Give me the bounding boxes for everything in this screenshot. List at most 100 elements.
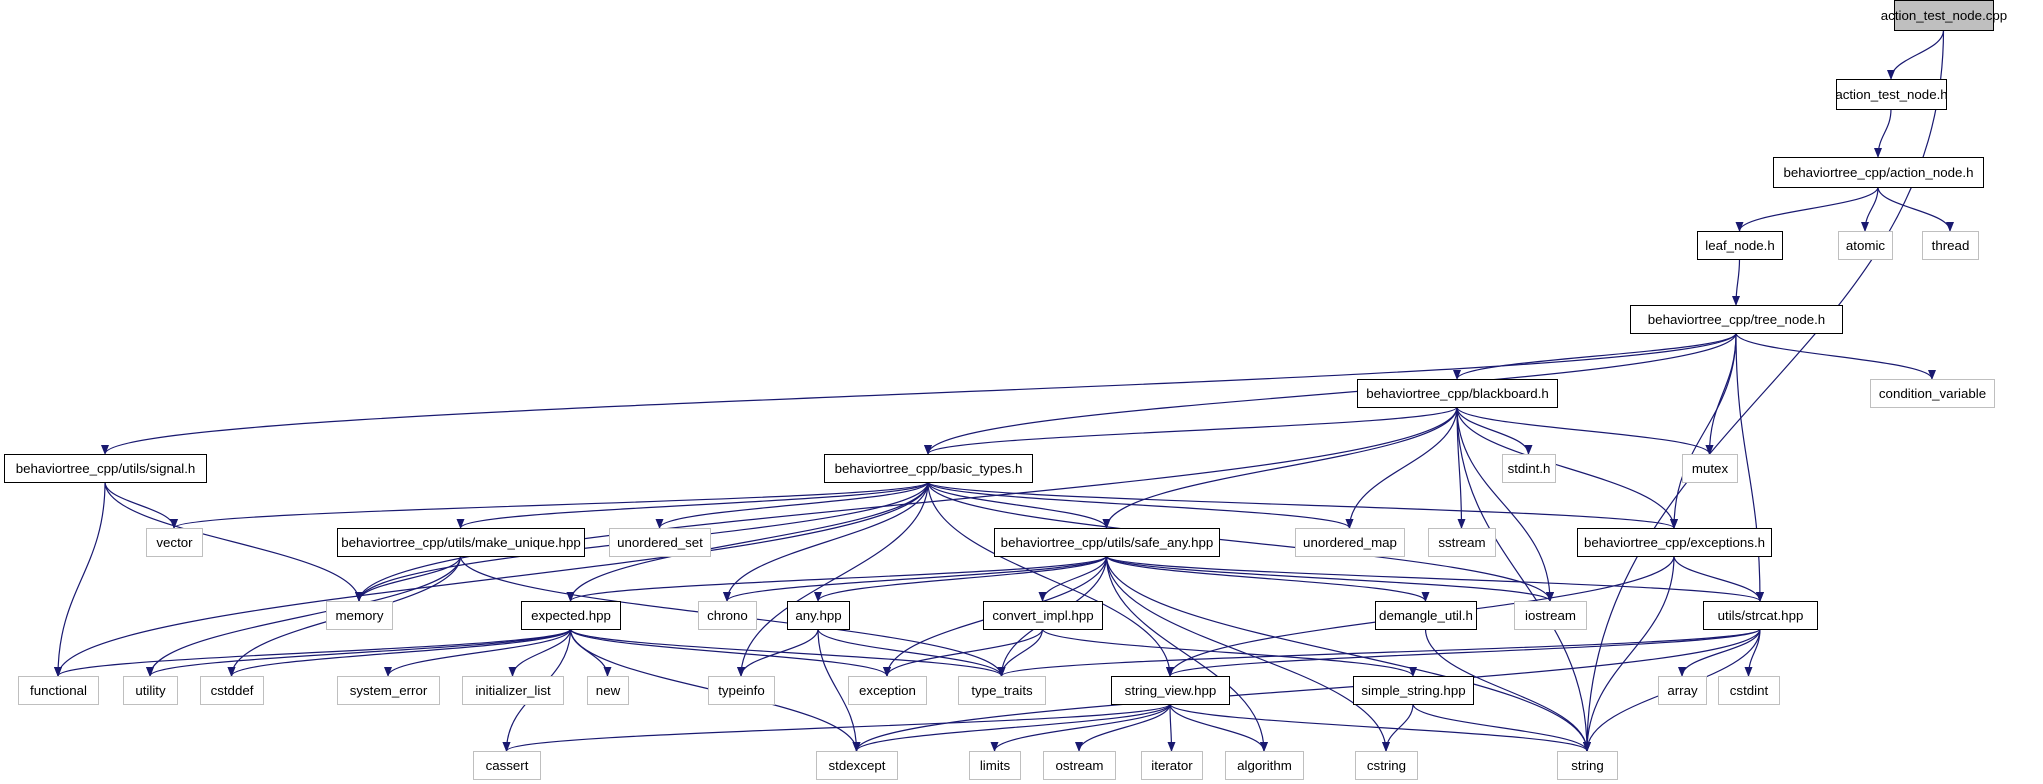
- node-box: [824, 454, 1033, 483]
- node-label: limits: [980, 758, 1011, 773]
- edge-string_view_hpp-to-limits: [990, 703, 1171, 752]
- node-convert-impl-hpp[interactable]: convert_impl.hpp: [983, 601, 1103, 630]
- edge-exceptions_h-to-string: [1583, 555, 1675, 752]
- node-label: condition_variable: [1879, 386, 1986, 401]
- edge-blackboard_h-to-mutex: [1456, 406, 1714, 455]
- edge-strcat_hpp-to-stdexcept: [852, 628, 1761, 752]
- edges-layer: [54, 29, 1954, 752]
- node-exceptions-h[interactable]: behaviortree_cpp/exceptions.h: [1577, 528, 1772, 557]
- node-box: [848, 676, 927, 705]
- node-atomic: atomic: [1838, 231, 1893, 260]
- node-label: mutex: [1692, 461, 1729, 476]
- edge-strcat_hpp-to-type_traits: [997, 628, 1761, 677]
- edge-safe_any_hpp-to-any_hpp: [814, 555, 1108, 602]
- node-box: [337, 528, 585, 557]
- node-box: [1697, 231, 1783, 260]
- node-label: simple_string.hpp: [1361, 683, 1465, 698]
- edge-blackboard_h-to-iostream: [1456, 406, 1554, 602]
- node-signal-h[interactable]: behaviortree_cpp/utils/signal.h: [4, 454, 207, 483]
- node-box: [123, 676, 178, 705]
- edge-signal_h-to-vector: [104, 481, 178, 529]
- node-box: [1428, 528, 1496, 557]
- node-expected-hpp[interactable]: expected.hpp: [521, 601, 621, 630]
- node-box: [1141, 751, 1203, 780]
- edge-basic_types_h-to-safe_any_hpp: [927, 481, 1111, 529]
- node-label: behaviortree_cpp/utils/safe_any.hpp: [1001, 535, 1214, 550]
- edge-any_hpp-to-stdexcept: [817, 628, 861, 752]
- edge-string_view_hpp-to-cassert: [502, 703, 1171, 752]
- node-safe-any-hpp[interactable]: behaviortree_cpp/utils/safe_any.hpp: [994, 528, 1220, 557]
- node-cstdint: cstdint: [1718, 676, 1780, 705]
- node-label: behaviortree_cpp/utils/signal.h: [16, 461, 196, 476]
- node-utility: utility: [123, 676, 178, 705]
- node-box: [1043, 751, 1116, 780]
- node-label: behaviortree_cpp/action_node.h: [1784, 165, 1974, 180]
- node-label: convert_impl.hpp: [992, 608, 1093, 623]
- edge-tree_node_h-to-exceptions_h: [1670, 332, 1737, 529]
- node-tree-node-h[interactable]: behaviortree_cpp/tree_node.h: [1630, 305, 1843, 334]
- node-box: [698, 601, 757, 630]
- node-box: [1922, 231, 1979, 260]
- edge-make_unique_hpp-to-utility: [146, 555, 462, 677]
- node-box: [1836, 79, 1947, 110]
- node-label: type_traits: [971, 683, 1033, 698]
- node-exception: exception: [848, 676, 927, 705]
- node-label: stdexcept: [829, 758, 886, 773]
- node-box: [1682, 454, 1738, 483]
- node-label: functional: [30, 683, 87, 698]
- node-box: [994, 528, 1220, 557]
- node-system-error: system_error: [337, 676, 440, 705]
- node-leaf-node-h[interactable]: leaf_node.h: [1697, 231, 1783, 260]
- edge-safe_any_hpp-to-convert_impl_hpp: [1038, 555, 1108, 602]
- edge-blackboard_h-to-safe_any_hpp: [1102, 406, 1458, 529]
- node-strcat-hpp[interactable]: utils/strcat.hpp: [1703, 601, 1818, 630]
- node-box: [462, 676, 564, 705]
- node-box: [1658, 676, 1707, 705]
- node-box: [200, 676, 264, 705]
- node-label: utils/strcat.hpp: [1718, 608, 1804, 623]
- node-action-test-node-cpp[interactable]: action_test_node.cpp: [1881, 0, 2007, 31]
- node-label: cstring: [1367, 758, 1406, 773]
- node-string-view-hpp[interactable]: string_view.hpp: [1111, 676, 1230, 705]
- node-demangle-util-h[interactable]: demangle_util.h: [1375, 601, 1477, 630]
- node-label: behaviortree_cpp/basic_types.h: [835, 461, 1023, 476]
- edge-signal_h-to-memory: [104, 481, 363, 602]
- edge-basic_types_h-to-unordered_map: [927, 481, 1354, 529]
- node-iterator: iterator: [1141, 751, 1203, 780]
- node-action-node-h[interactable]: behaviortree_cpp/action_node.h: [1773, 157, 1984, 188]
- node-action-test-node-h[interactable]: action_test_node.h: [1835, 79, 1948, 110]
- node-simple-string-hpp[interactable]: simple_string.hpp: [1353, 676, 1474, 705]
- edge-safe_any_hpp-to-demangle_util_h: [1105, 555, 1430, 602]
- node-box: [1630, 305, 1843, 334]
- edge-tree_node_h-to-basic_types_h: [924, 332, 1737, 455]
- edge-safe_any_hpp-to-expected_hpp: [566, 555, 1108, 602]
- edge-blackboard_h-to-stdint_h: [1456, 406, 1533, 455]
- edge-action_node_h-to-thread: [1877, 186, 1954, 232]
- node-blackboard-h[interactable]: behaviortree_cpp/blackboard.h: [1357, 379, 1558, 408]
- node-limits: limits: [969, 751, 1021, 780]
- edge-expected_hpp-to-utility: [146, 628, 572, 677]
- node-label: ostream: [1055, 758, 1103, 773]
- edge-demangle_util_h-to-string: [1424, 628, 1591, 752]
- node-label: expected.hpp: [531, 608, 611, 623]
- node-label: cassert: [486, 758, 529, 773]
- edge-tree_node_h-to-strcat_hpp: [1735, 332, 1764, 602]
- node-vector: vector: [146, 528, 203, 557]
- edge-blackboard_h-to-basic_types_h: [924, 406, 1458, 455]
- edge-expected_hpp-to-exception: [569, 628, 891, 677]
- node-new: new: [587, 676, 629, 705]
- node-any-hpp[interactable]: any.hpp: [787, 601, 850, 630]
- edge-expected_hpp-to-initializer_list: [508, 628, 572, 677]
- node-box: [787, 601, 850, 630]
- node-box: [1894, 0, 1994, 31]
- node-cstring: cstring: [1355, 751, 1418, 780]
- edge-basic_types_h-to-string_view_hpp: [927, 481, 1174, 677]
- node-sstream: sstream: [1428, 528, 1496, 557]
- node-box: [587, 676, 629, 705]
- edge-action_node_h-to-leaf_node_h: [1735, 186, 1879, 232]
- node-label: atomic: [1846, 238, 1886, 253]
- node-box: [521, 601, 621, 630]
- node-basic-types-h[interactable]: behaviortree_cpp/basic_types.h: [824, 454, 1033, 483]
- node-label: action_test_node.cpp: [1881, 8, 2007, 23]
- node-make-unique-hpp[interactable]: behaviortree_cpp/utils/make_unique.hpp: [337, 528, 585, 557]
